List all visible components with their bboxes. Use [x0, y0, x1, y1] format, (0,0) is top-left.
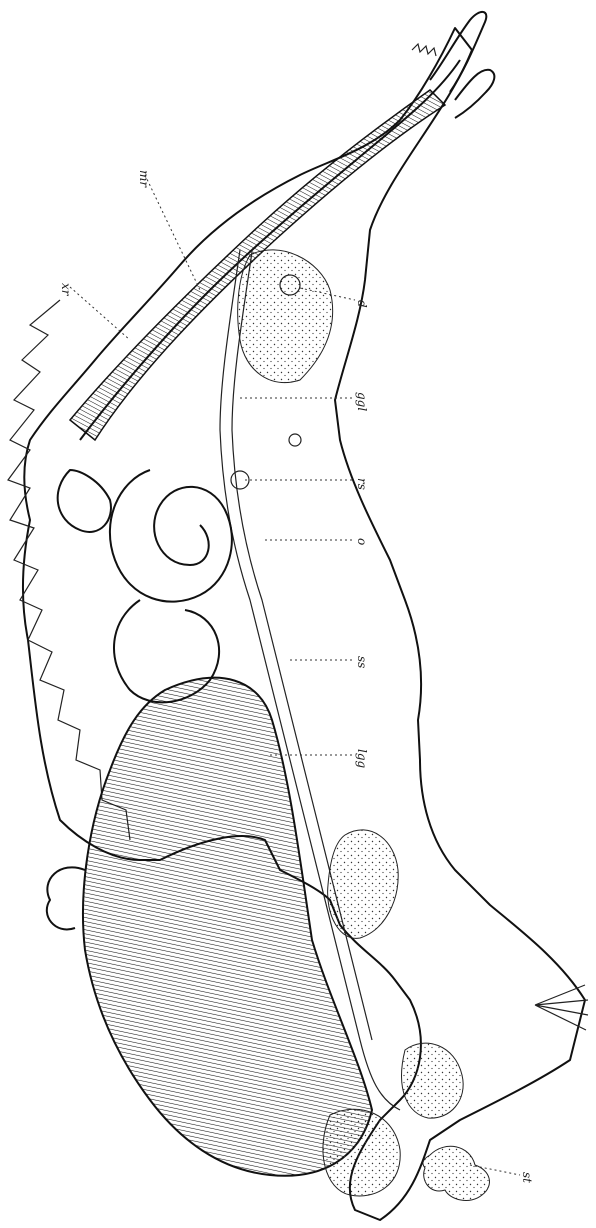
tentacle-lower	[455, 70, 494, 118]
label-ggl: ggl	[355, 392, 369, 411]
tentacle-upper	[430, 12, 486, 92]
label-xr: xr	[59, 283, 73, 297]
label-o: o	[355, 538, 369, 545]
organ-circle-ggl	[289, 434, 301, 446]
label-lgg: lgg	[355, 749, 369, 769]
coiled-intestine	[110, 470, 232, 602]
label-rs: rs	[355, 478, 369, 490]
gland-region-upper	[238, 250, 333, 383]
gland-region-middle	[328, 830, 399, 938]
striated-muscle-mass	[83, 678, 372, 1176]
label-mr: mr	[137, 170, 151, 188]
lobe-knob	[47, 867, 85, 929]
label-d: d	[355, 300, 369, 308]
terminal-organ	[423, 1146, 490, 1200]
label-ss: ss	[355, 656, 369, 668]
leader-xr	[70, 287, 130, 340]
intestine-loop-lower	[114, 600, 219, 702]
tentacle-serration	[412, 44, 436, 56]
gland-region-lower-2	[323, 1109, 400, 1196]
label-st: st	[520, 1172, 534, 1183]
intestine-loop-left	[58, 470, 111, 532]
gland-region-lower-1	[402, 1043, 464, 1118]
